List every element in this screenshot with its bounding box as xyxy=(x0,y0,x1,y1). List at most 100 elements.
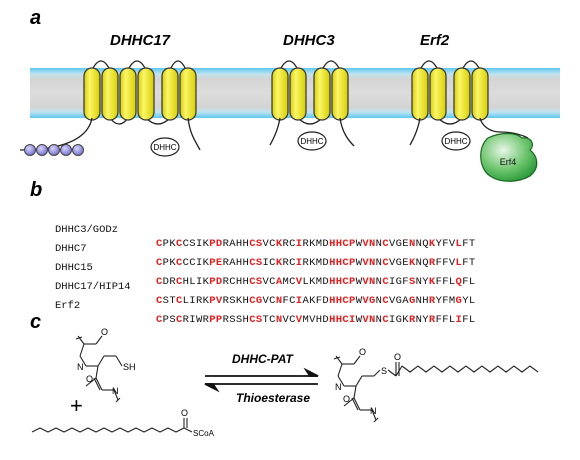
residue: C xyxy=(175,238,183,250)
residue: K xyxy=(169,238,176,250)
residue: D xyxy=(215,238,223,250)
residue: Y xyxy=(435,238,443,250)
residue: P xyxy=(215,314,223,326)
residue: N xyxy=(408,238,416,250)
residue: V xyxy=(295,276,303,288)
residue: C xyxy=(229,276,236,288)
residue: R xyxy=(302,238,310,250)
dhhc-domain-dhhc17 xyxy=(150,137,180,157)
reaction-arrows xyxy=(204,367,319,393)
residue: L xyxy=(448,314,456,326)
residue: H xyxy=(335,238,343,250)
sequence-row: DHHC17/HIP14 CSTCLIRKPVRSKHCGVCNFCIAKFDH… xyxy=(0,266,475,307)
residue: E xyxy=(402,238,409,250)
residue: V xyxy=(282,314,290,326)
residue: C xyxy=(289,276,296,288)
residue: R xyxy=(222,295,230,307)
residue: V xyxy=(388,257,396,269)
panel-b-label: b xyxy=(30,179,42,201)
palmitoyl-coa-chain xyxy=(31,427,185,433)
residue: G xyxy=(395,257,403,269)
residue: P xyxy=(209,238,216,250)
residue: C xyxy=(382,238,389,250)
residue: H xyxy=(329,276,336,288)
residue: I xyxy=(295,295,303,307)
panel-c: c O O N N SH + xyxy=(30,311,539,438)
residue: M xyxy=(315,276,323,288)
residue: F xyxy=(435,276,443,288)
residue: N xyxy=(415,314,423,326)
residue: C xyxy=(342,238,350,250)
residue: K xyxy=(275,257,283,269)
residue: W xyxy=(195,314,203,326)
tm-helix xyxy=(179,67,197,121)
dhhc17-protein: DHHC xyxy=(19,67,201,157)
sequence-name: DHHC3/GODz xyxy=(55,224,119,236)
ankyrin-repeats xyxy=(24,144,84,156)
residue: G xyxy=(395,295,403,307)
oxygen-label: O xyxy=(101,327,108,337)
residue: F xyxy=(315,295,323,307)
erf2-protein: DHHC Erf4 xyxy=(409,67,538,182)
protein-label-erf2: Erf2 xyxy=(420,32,450,49)
ankyrin-repeat xyxy=(72,144,84,156)
sequence-row: Erf2 CPSCRIWRPPRSSHCSTCNVCVMVHDHHCIWVNNC… xyxy=(0,285,475,326)
reverse-reaction-label: Thioesterase xyxy=(236,391,310,405)
residue: V xyxy=(448,257,456,269)
panel-a: a DHHC17 DHHC3 Erf2 xyxy=(19,7,560,182)
nitrogen-label: N xyxy=(77,362,84,372)
residue: C xyxy=(342,257,350,269)
tm-helix xyxy=(119,67,137,121)
residue: W xyxy=(355,314,363,326)
residue: P xyxy=(349,276,356,288)
residue: R xyxy=(428,257,436,269)
residue: H xyxy=(422,295,429,307)
residue: C xyxy=(175,257,183,269)
residue: L xyxy=(302,276,310,288)
residue: N xyxy=(375,238,383,250)
residue: L xyxy=(455,238,463,250)
thiol-label: SH xyxy=(123,362,136,372)
residue: T xyxy=(262,314,270,326)
residue: V xyxy=(448,238,456,250)
nitrogen-label: N xyxy=(112,386,119,396)
residue: K xyxy=(428,238,436,250)
tm-helix xyxy=(429,67,447,121)
residue: R xyxy=(222,257,230,269)
residue: C xyxy=(156,257,163,269)
dhhc-domain-dhhc3 xyxy=(297,131,327,151)
residue: C xyxy=(289,238,296,250)
residue: N xyxy=(415,295,423,307)
oxygen-label: O xyxy=(359,347,366,357)
residue: C xyxy=(156,295,163,307)
residue: I xyxy=(455,314,463,326)
residue: K xyxy=(275,238,283,250)
residue: C xyxy=(156,276,163,288)
ankyrin-repeat xyxy=(48,144,60,156)
residue: C xyxy=(269,238,276,250)
residue: S xyxy=(235,314,243,326)
residue: H xyxy=(315,314,323,326)
residue: V xyxy=(362,238,369,250)
panel-a-label: a xyxy=(30,7,41,29)
residue: C xyxy=(156,314,163,326)
residue: C xyxy=(382,295,389,307)
residue: L xyxy=(189,276,196,288)
residue: H xyxy=(235,238,243,250)
oxygen-label: O xyxy=(343,394,350,404)
dhhc-domain-label: DHHC xyxy=(153,143,176,152)
residue: F xyxy=(462,238,469,250)
residue: S xyxy=(229,295,236,307)
residue: L xyxy=(468,314,476,326)
residue: E xyxy=(402,257,409,269)
residue: N xyxy=(375,295,383,307)
residue: C xyxy=(382,314,389,326)
residue: S xyxy=(162,295,170,307)
sequence-row: DHHC15 CDRCHLIKPDRCHHCSVCAMCVLKMDHHCPWVN… xyxy=(0,247,475,288)
residue: C xyxy=(175,295,183,307)
residue: A xyxy=(402,295,409,307)
residue: H xyxy=(182,276,190,288)
ankyrin-repeat xyxy=(24,144,36,156)
sequence-string: CSTCLIRKPVRSKHCGVCNFCIAKFDHHCPWVGNCVGAGN… xyxy=(156,294,476,308)
